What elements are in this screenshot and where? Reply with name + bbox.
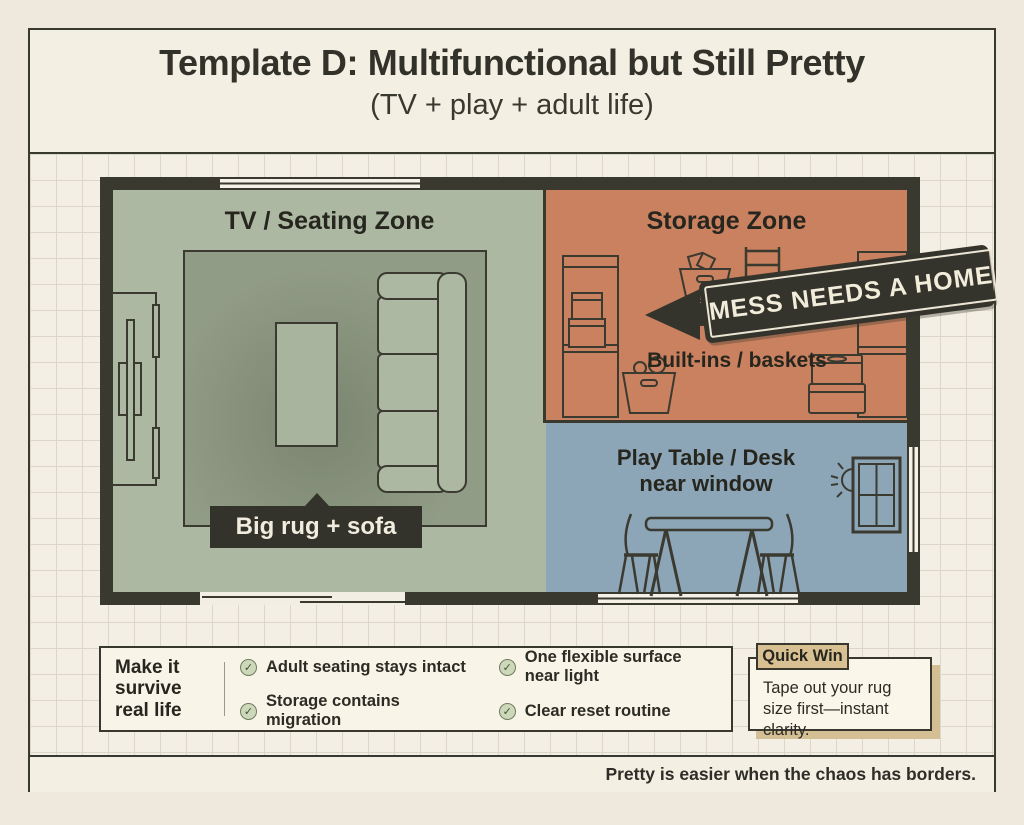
checklist-item: ✓ One flexible surface near light [498, 648, 717, 686]
rug-callout-label: Big rug + sofa [235, 513, 397, 540]
check-icon: ✓ [240, 658, 257, 676]
page-subtitle: (TV + play + adult life) [370, 89, 654, 121]
zone-divider-vertical [543, 190, 546, 423]
check-icon: ✓ [240, 702, 257, 720]
floor-plan: TV / Seating Zone Storage Zone Built-ins… [100, 177, 999, 605]
footer-tagline: Pretty is easier when the chaos has bord… [605, 763, 976, 784]
quick-win-text: Tape out your rug size first—instant cla… [763, 679, 892, 740]
zone-play [546, 423, 907, 592]
check-icon: ✓ [498, 702, 516, 720]
door-slide-line [300, 601, 405, 603]
checklist-item: ✓ Adult seating stays intact [240, 658, 475, 677]
checklist-heading: Make it survive real life [115, 657, 182, 721]
rug-callout: Big rug + sofa [210, 493, 422, 548]
footer-bar: Pretty is easier when the chaos has bord… [30, 755, 994, 792]
quick-win-tab: Quick Win [756, 643, 849, 670]
coffee-table [275, 322, 338, 447]
window-bottom-wall [598, 592, 798, 605]
zone-sublabel-builtins: Built-ins / baskets [647, 349, 827, 372]
door-slide-line [202, 596, 332, 598]
window-right-wall [907, 447, 920, 552]
zone-label-play: Play Table / Desk near window [616, 445, 796, 497]
quick-win-tab-label: Quick Win [762, 647, 843, 665]
title-block: Template D: Multifunctional but Still Pr… [30, 42, 994, 122]
window-top-wall [220, 177, 420, 190]
check-icon: ✓ [498, 658, 516, 676]
zone-label-storage: Storage Zone [646, 207, 807, 235]
checklist-divider [224, 662, 225, 716]
checklist-item-label: Adult seating stays intact [266, 657, 466, 676]
checklist-item-label: One flexible surface near light [524, 648, 682, 685]
door-opening [200, 592, 405, 605]
checklist-item: ✓ Clear reset routine [498, 701, 717, 721]
zone-divider-horizontal [546, 420, 907, 423]
zone-label-tv-seating: TV / Seating Zone [224, 207, 435, 235]
survival-checklist: Make it survive real life ✓ Adult seatin… [99, 646, 733, 732]
checklist-item-label: Clear reset routine [524, 701, 671, 720]
checklist-item: ✓ Storage contains migration [240, 692, 475, 730]
checklist-items: ✓ Adult seating stays intact ✓ Storage c… [240, 648, 717, 730]
checklist-item-label: Storage contains migration [266, 692, 400, 729]
page-title: Template D: Multifunctional but Still Pr… [159, 42, 865, 83]
